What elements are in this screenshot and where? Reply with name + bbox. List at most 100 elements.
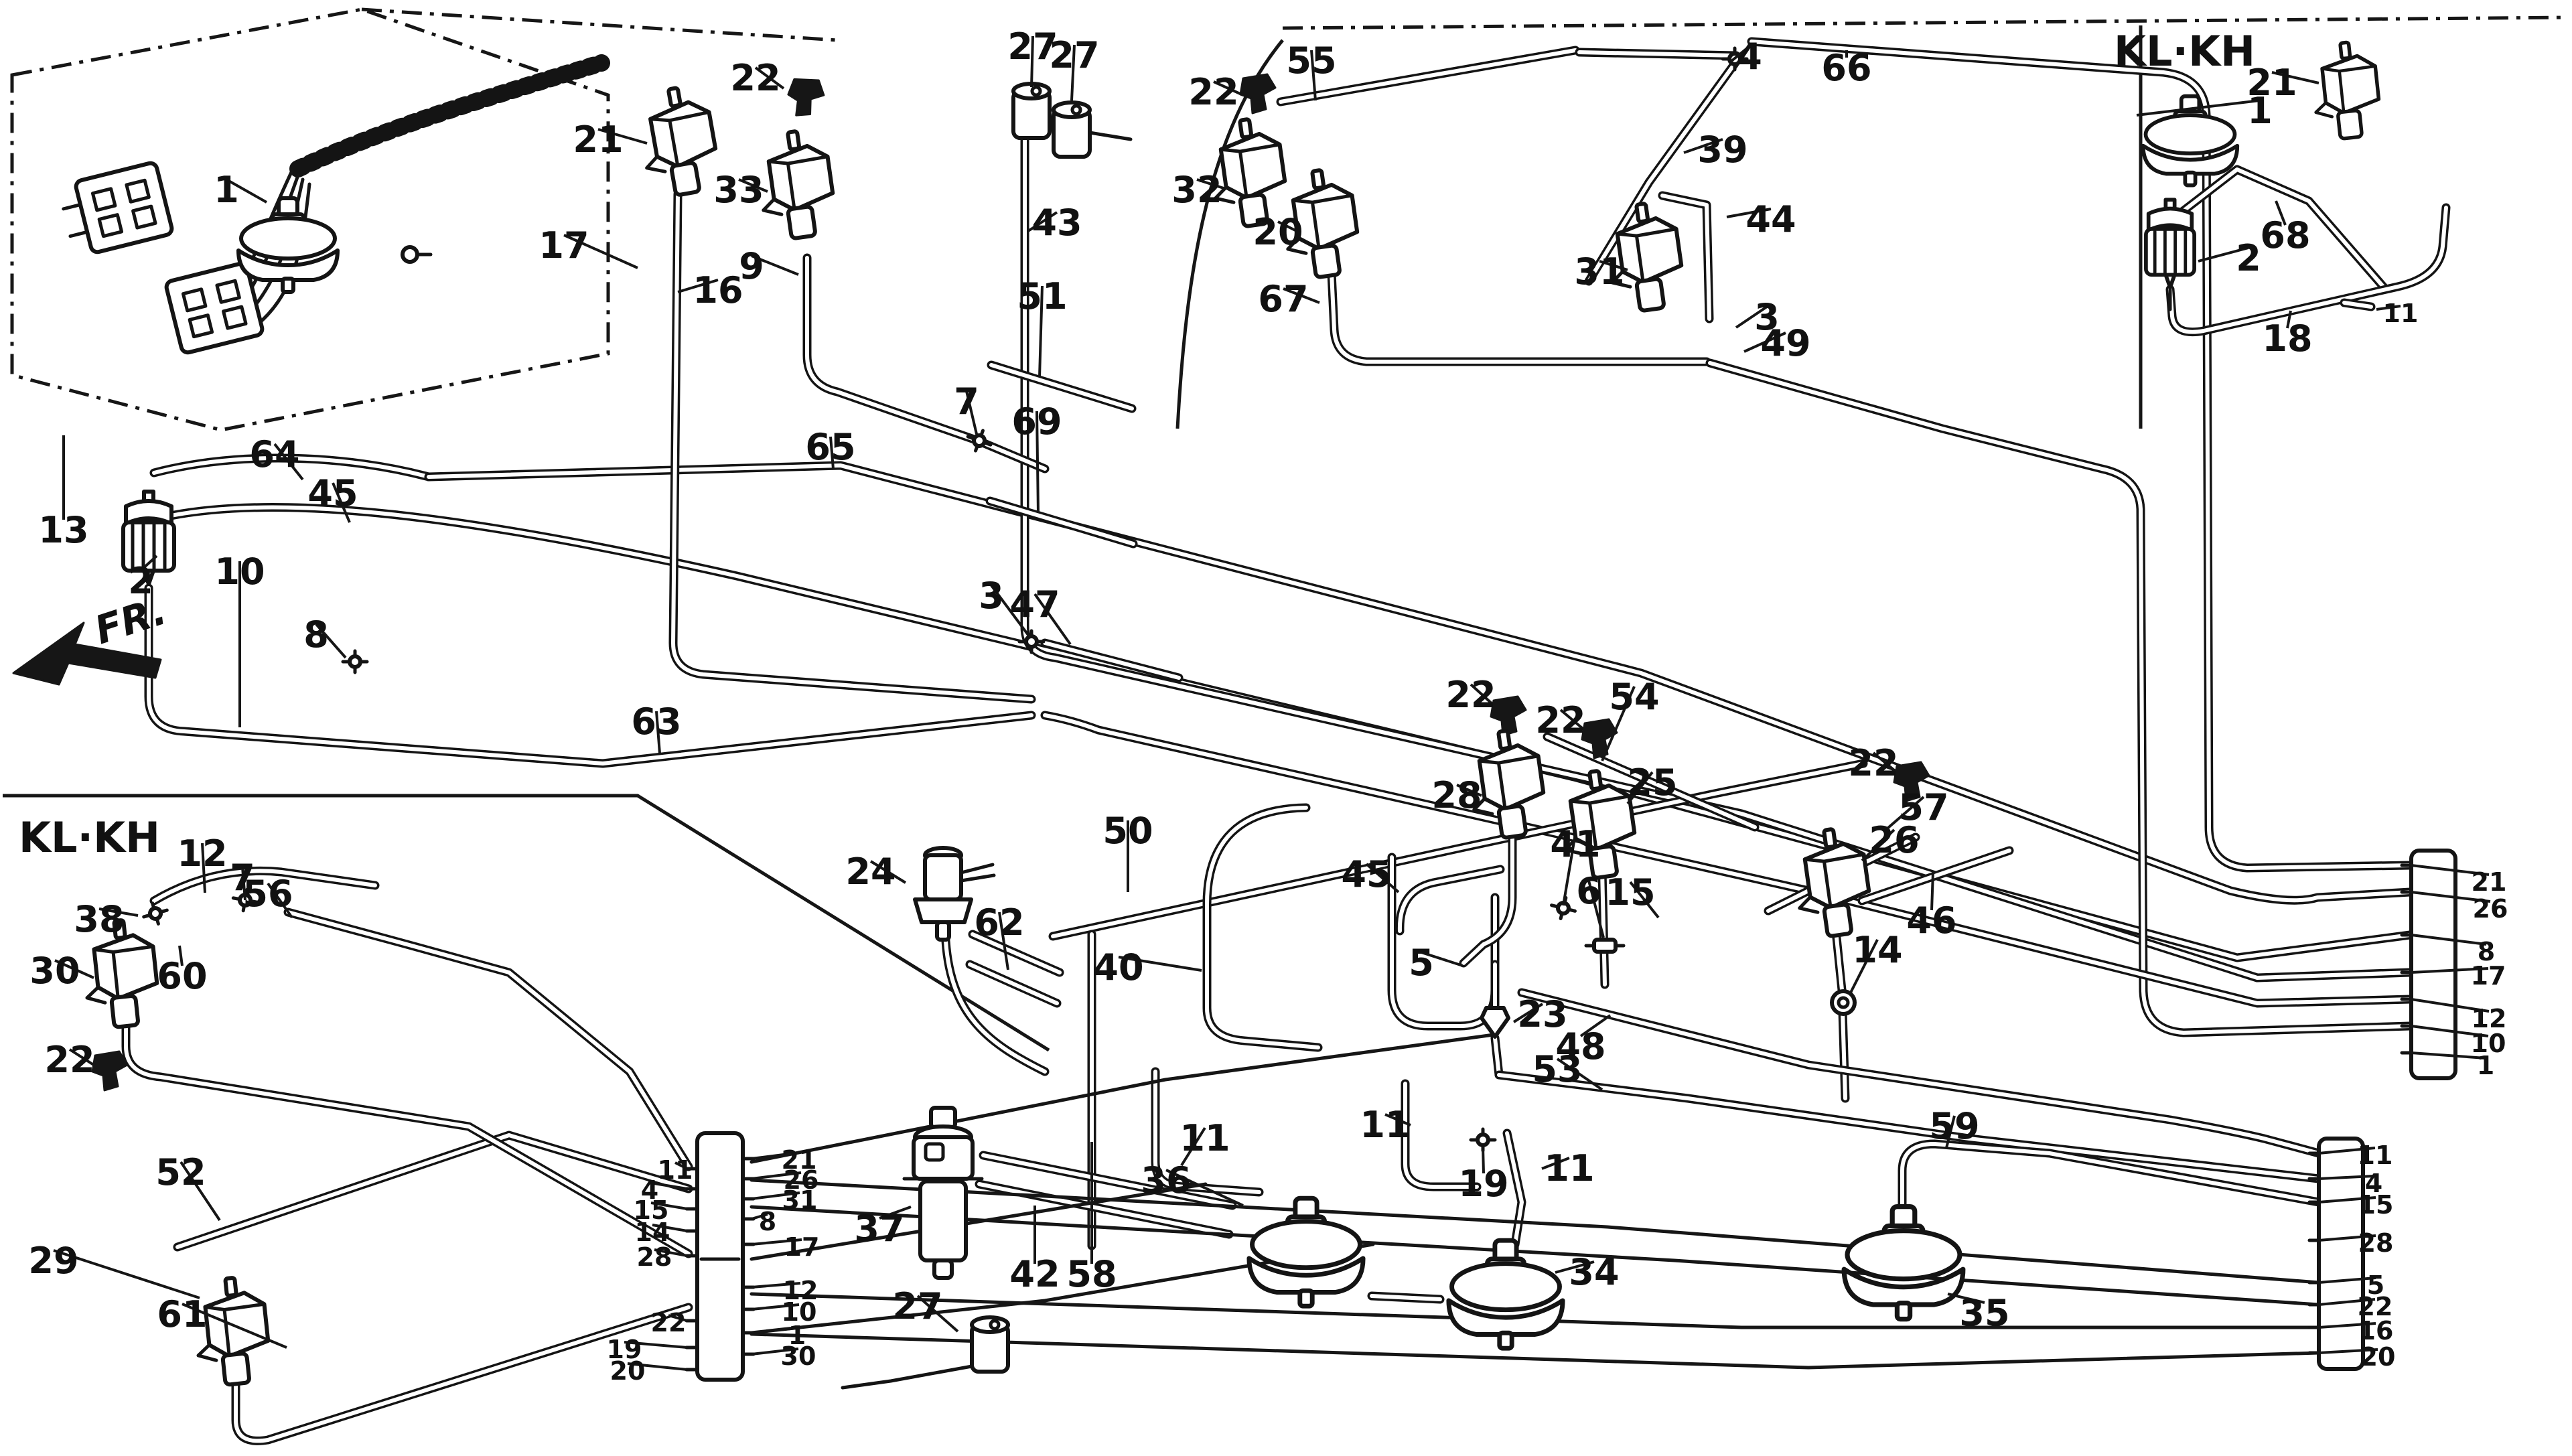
tube-core [1577, 50, 1738, 58]
valve-filter-37 [902, 1106, 984, 1280]
tube-49-down [1705, 358, 2415, 1037]
part-callout-42: 42 [1009, 1253, 1060, 1295]
part-callout-31: 31 [1574, 250, 1624, 293]
tube-43 [1020, 113, 2415, 982]
part-callout-21: 21 [2472, 867, 2507, 897]
callout-leader-65 [829, 436, 835, 469]
line-band-5 [749, 1178, 2321, 1285]
part-callout-12: 12 [177, 832, 227, 875]
part-callout-65: 65 [805, 426, 855, 468]
part-callout-27: 27 [1007, 25, 1058, 68]
tube-core [971, 932, 1062, 974]
canister-27-bottom-tube [841, 1364, 974, 1390]
part-callout-11: 11 [1360, 1104, 1410, 1146]
tube-core [1397, 867, 1502, 933]
part-callout-12: 12 [2472, 1004, 2507, 1033]
manifold-block-left [685, 1131, 756, 1382]
callout-leader-15 [2318, 1196, 2376, 1204]
part-callout-19: 19 [607, 1335, 642, 1364]
part-callout-14: 14 [1852, 929, 1902, 971]
grommet-14 [1830, 989, 1857, 1016]
part-callout-8: 8 [2478, 937, 2495, 966]
callout-leader-1 [2136, 99, 2261, 117]
part-callout-2: 2 [2236, 237, 2261, 279]
tube-core [1545, 735, 1757, 829]
callout-leader-68 [2275, 200, 2287, 226]
callout-leader-54 [1601, 686, 1636, 761]
callout-leader-26 [1861, 828, 1896, 862]
tube-core [1587, 62, 1737, 283]
part-callout-69: 69 [1011, 401, 1062, 443]
callout-leader-28 [1456, 784, 1482, 797]
part-callout-63: 63 [631, 701, 681, 743]
callout-leader-22 [68, 1048, 99, 1069]
fr-arrow [12, 622, 162, 686]
part-callout-22: 22 [1445, 674, 1496, 716]
callout-leader-33 [738, 178, 768, 193]
part-callout-61: 61 [157, 1293, 207, 1335]
diaphragm-valve-35 [1844, 1207, 1963, 1319]
tube-core [968, 962, 1059, 1005]
tube-core [1023, 115, 2412, 980]
part-callout-17: 17 [539, 224, 589, 267]
part-callout-46: 46 [1906, 899, 1956, 942]
part-callout-28: 28 [1431, 774, 1482, 816]
part-callout-22: 22 [2358, 1292, 2393, 1321]
part-callout-17: 17 [784, 1232, 820, 1262]
callout-leader-22 [754, 66, 785, 90]
callout-leader-21 [751, 1151, 800, 1160]
part-callout-30: 30 [781, 1341, 816, 1371]
part-callout-16: 16 [2358, 1316, 2394, 1345]
part-callout-22: 22 [1848, 742, 1898, 784]
callout-leader-8 [751, 1213, 768, 1220]
callout-leader-26 [2411, 891, 2491, 903]
callout-leader-43 [1027, 211, 1058, 232]
part-callout-26: 26 [784, 1165, 819, 1195]
part-callout-4: 4 [2365, 1169, 2382, 1198]
diaphragm-valve-34 [1449, 1240, 1563, 1348]
callout-leader-10 [751, 1303, 800, 1311]
callout-leader-47 [1033, 593, 1072, 646]
part-callout-11: 11 [2383, 299, 2419, 328]
callout-leader-16 [2318, 1322, 2376, 1329]
part-callout-60: 60 [157, 955, 207, 997]
callout-leader-27 [1030, 35, 1034, 88]
tube-core [286, 910, 691, 1169]
callout-leader-29 [53, 1249, 200, 1299]
part-callout-7: 7 [954, 380, 979, 423]
part-callout-8: 8 [759, 1207, 776, 1236]
part-callout-28: 28 [637, 1242, 672, 1272]
callout-leader-17 [751, 1238, 802, 1246]
part-callout-15: 15 [634, 1195, 669, 1225]
part-callout-1: 1 [788, 1321, 806, 1350]
part-callout-15: 15 [1605, 871, 1655, 914]
valve24-leads [959, 863, 996, 883]
solenoid-valve-33 [753, 127, 838, 242]
part-callout-18: 18 [2262, 317, 2312, 360]
part-callout-62: 62 [974, 901, 1024, 944]
callout-leader-19 [624, 1341, 688, 1349]
callout-leader-1 [226, 178, 267, 204]
callout-leader-57 [1882, 796, 1925, 833]
tube-core [1043, 641, 1181, 680]
part-callout-2: 2 [128, 560, 153, 602]
part-callout-17: 17 [2471, 961, 2506, 991]
tube-core [989, 363, 1134, 411]
part-callout-39: 39 [1697, 129, 1747, 171]
wire-harness-13 [62, 54, 610, 355]
callout-leader-60 [178, 945, 184, 966]
part-callout-28: 28 [2358, 1228, 2394, 1258]
tube-core [1330, 271, 1709, 364]
part-callout-6: 6 [1576, 870, 1601, 912]
top-right-panel-line [1282, 15, 2569, 30]
callout-leader-3 [1735, 305, 1768, 329]
tube-core [981, 1153, 1234, 1208]
callout-leader-24 [869, 860, 907, 884]
tube-core [234, 1305, 691, 1443]
callout-leader-17 [563, 234, 638, 269]
callout-leader-22 [1872, 751, 1904, 778]
part-callout-4: 4 [641, 1175, 658, 1205]
tube-core [1749, 40, 2412, 870]
